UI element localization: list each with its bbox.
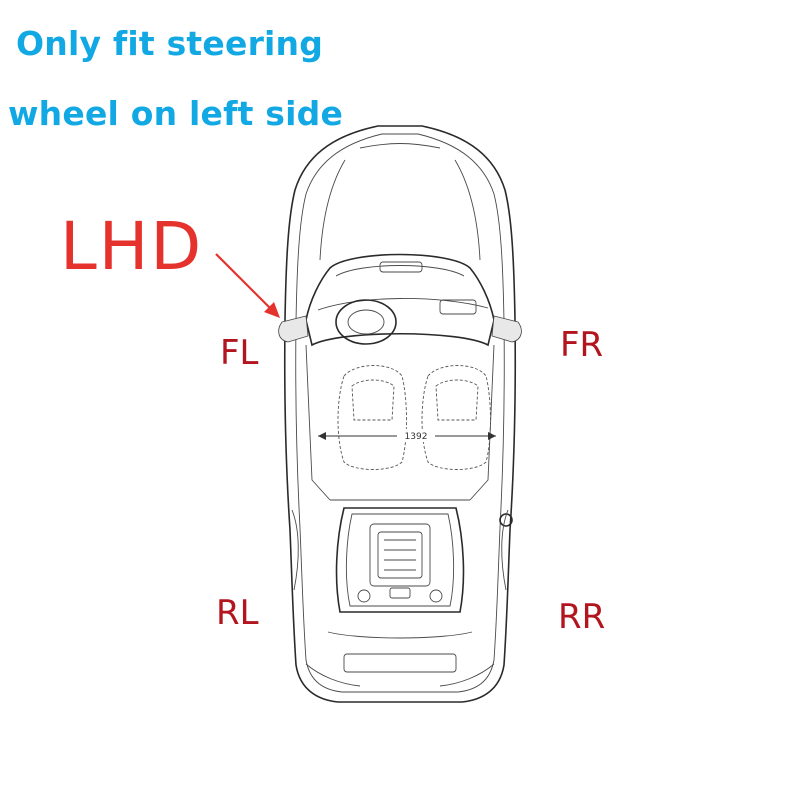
car-body-inner-outline	[295, 133, 505, 693]
headline-line-1: Only fit steering	[16, 24, 324, 63]
lhd-arrow	[215, 253, 280, 318]
dashboard	[317, 298, 489, 311]
rear-right-label: RR	[558, 597, 606, 637]
tail-light-left	[305, 663, 361, 687]
tail-light-right	[439, 663, 495, 687]
steering-wheel	[335, 299, 397, 345]
rear-arch-right	[501, 509, 509, 591]
front-right-label: FR	[560, 325, 604, 365]
engine-block	[357, 523, 443, 603]
seat-left-back	[351, 379, 395, 421]
front-grille-line	[359, 143, 441, 149]
rear-spoiler-line	[327, 631, 473, 639]
headline-line-2: wheel on left side	[8, 94, 344, 133]
rear-left-label: RL	[216, 593, 259, 633]
rear-license-area	[343, 653, 457, 673]
seat-right	[421, 365, 491, 470]
cabin-side-right	[469, 344, 495, 501]
mirror-left	[278, 315, 309, 343]
rear-arch-left	[291, 509, 299, 591]
engine-bay-inner	[345, 513, 455, 607]
width-dimension-line	[318, 429, 496, 442]
windshield-inner	[335, 265, 465, 277]
fuel-cap	[499, 513, 513, 527]
front-left-label: FL	[220, 333, 259, 373]
width-dimension-label: 1392	[405, 432, 428, 442]
cabin-side-left	[305, 344, 331, 501]
mirror-right	[491, 315, 522, 343]
rearview-mirror	[379, 261, 423, 273]
steering-wheel-hub	[347, 309, 385, 335]
car-body-outline	[283, 125, 517, 703]
seat-left	[337, 365, 407, 470]
hood-crease-right	[454, 159, 481, 261]
seat-right-back	[435, 379, 479, 421]
engine-bay	[335, 507, 465, 613]
lhd-label: LHD	[60, 208, 204, 285]
hood-crease-left	[319, 159, 346, 261]
glovebox	[439, 299, 477, 315]
